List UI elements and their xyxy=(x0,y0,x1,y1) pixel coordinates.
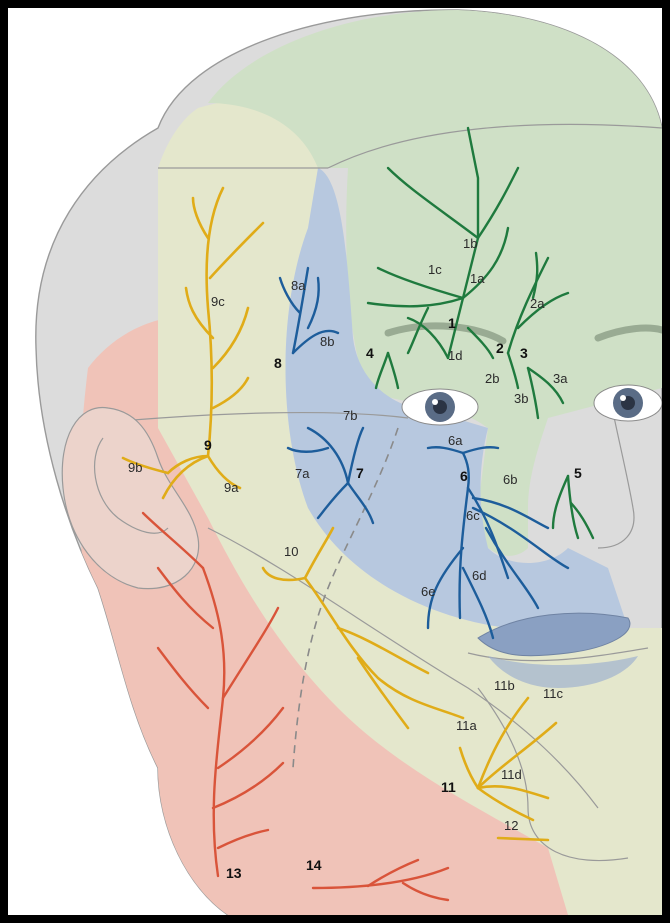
label-12: 12 xyxy=(504,818,518,833)
label-11d: 11d xyxy=(501,767,522,782)
label-7a: 7a xyxy=(295,466,310,481)
label-8b: 8b xyxy=(320,334,334,349)
label-9c: 9c xyxy=(211,294,225,309)
face-nerve-diagram: 1a 1b 1c 1 1d 2a 2 2b 3 3a 3b 4 5 6a 6 6… xyxy=(8,8,662,915)
label-11c: 11c xyxy=(543,686,563,701)
label-2: 2 xyxy=(496,340,504,356)
label-1: 1 xyxy=(448,315,456,331)
label-2b: 2b xyxy=(485,371,499,386)
label-3a: 3a xyxy=(553,371,568,386)
label-8a: 8a xyxy=(291,278,306,293)
label-3b: 3b xyxy=(514,391,528,406)
label-11: 11 xyxy=(441,779,456,795)
label-10: 10 xyxy=(284,544,298,559)
label-6e: 6e xyxy=(421,584,435,599)
label-1a: 1a xyxy=(470,271,485,286)
label-11b: 11b xyxy=(494,678,515,693)
label-6: 6 xyxy=(460,468,468,484)
label-8: 8 xyxy=(274,355,282,371)
label-3: 3 xyxy=(520,345,528,361)
label-2a: 2a xyxy=(530,296,545,311)
label-1b: 1b xyxy=(463,236,477,251)
label-7b: 7b xyxy=(343,408,357,423)
label-9a: 9a xyxy=(224,480,239,495)
label-14: 14 xyxy=(306,857,322,873)
label-7: 7 xyxy=(356,465,364,481)
label-9: 9 xyxy=(204,437,212,453)
right-eye-glint xyxy=(620,395,626,401)
label-6d: 6d xyxy=(472,568,486,583)
label-6a: 6a xyxy=(448,433,463,448)
label-1d: 1d xyxy=(448,348,462,363)
label-1c: 1c xyxy=(428,262,442,277)
label-9b: 9b xyxy=(128,460,142,475)
label-6b: 6b xyxy=(503,472,517,487)
left-eye-glint xyxy=(432,399,438,405)
label-13: 13 xyxy=(226,865,242,881)
label-11a: 11a xyxy=(456,718,477,733)
label-5: 5 xyxy=(574,465,582,481)
label-4: 4 xyxy=(366,345,374,361)
label-6c: 6c xyxy=(466,508,480,523)
diagram-frame: 1a 1b 1c 1 1d 2a 2 2b 3 3a 3b 4 5 6a 6 6… xyxy=(8,8,662,915)
